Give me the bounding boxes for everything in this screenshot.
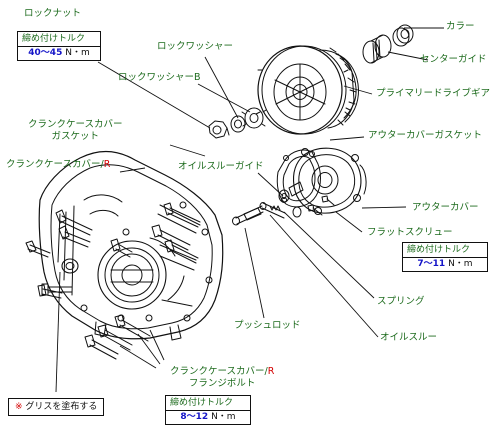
torque-unit: N・m (448, 259, 473, 269)
outer-cover-drawing (292, 147, 367, 215)
torque-box-flat-screw: 締め付けトルク 7～11 N・m (402, 242, 488, 272)
torque-header: 締め付けトルク (166, 396, 250, 411)
label-spring: スプリング (377, 296, 425, 307)
label-line: ガスケット (51, 131, 100, 142)
label-line: クランクケースカバー (28, 119, 123, 130)
label-mark: R (267, 366, 275, 377)
label-lock-washer-b: ロックワッシャーB (118, 72, 201, 83)
label-crankcase-cover-gasket: クランクケースカバー ガスケット (28, 119, 123, 143)
lock-washer-b-drawing (241, 107, 267, 129)
label-outer-cover: アウターカバー (412, 202, 479, 213)
leader-lines (55, 27, 444, 393)
crankcase-cover-drawing (38, 150, 224, 341)
torque-header: 締め付けトルク (403, 243, 487, 258)
label-outer-cover-gasket: アウターカバーガスケット (368, 130, 483, 141)
torque-header: 締め付けトルク (18, 32, 100, 47)
label-flange-bolt: クランクケースカバー/R フランジボルト (170, 366, 274, 390)
label-center-guide: センターガイド (420, 54, 487, 65)
label-push-rod: プッシュロッド (234, 320, 301, 331)
torque-value-row: 40～45 N・m (18, 47, 100, 60)
primary-drive-gear-drawing (255, 45, 359, 135)
label-lock-washer: ロックワッシャー (157, 41, 234, 52)
torque-value-row: 8～12 N・m (166, 411, 250, 424)
label-collar: カラー (446, 21, 475, 32)
torque-box-lock-nut: 締め付けトルク 40～45 N・m (17, 31, 101, 61)
torque-box-flange-bolt: 締め付けトルク 8～12 N・m (165, 395, 251, 425)
label-lock-nut: ロックナット (24, 8, 82, 19)
label-line: クランクケースカバー/R (170, 366, 274, 378)
label-mark: R (103, 159, 111, 170)
torque-value: 8～12 (180, 412, 209, 422)
label-primary-drive-gear: プライマリードライブギア (376, 88, 491, 99)
torque-value-row: 7～11 N・m (403, 258, 487, 271)
lock-nut-drawing (208, 120, 230, 139)
label-oil-through-guide: オイルスルーガイド (178, 161, 264, 172)
lock-washer-drawing (230, 115, 246, 133)
grease-note: ※ グリスを塗布する (8, 398, 105, 416)
note-mark: ※ (15, 402, 23, 412)
flat-screws-drawing (307, 195, 335, 216)
label-line: フランジボルト (188, 378, 256, 389)
torque-unit: N・m (211, 412, 236, 422)
label-crankcase-cover-r: クランクケースカバー/R (6, 159, 110, 171)
label-oil-through: オイルスルー (380, 332, 438, 343)
center-guide-drawing (362, 34, 392, 64)
collar-drawing (392, 24, 414, 47)
label-flat-screw: フラットスクリュー (367, 227, 453, 238)
torque-value: 7～11 (417, 259, 446, 269)
label-text: クランクケースカバー/ (170, 366, 268, 377)
oil-through-parts-drawing (232, 181, 304, 226)
torque-value: 40～45 (28, 48, 63, 58)
label-text: クランクケースカバー/ (6, 159, 104, 170)
bolts-drawing (25, 202, 201, 360)
note-text: グリスを塗布する (25, 402, 98, 412)
torque-unit: N・m (65, 48, 90, 58)
